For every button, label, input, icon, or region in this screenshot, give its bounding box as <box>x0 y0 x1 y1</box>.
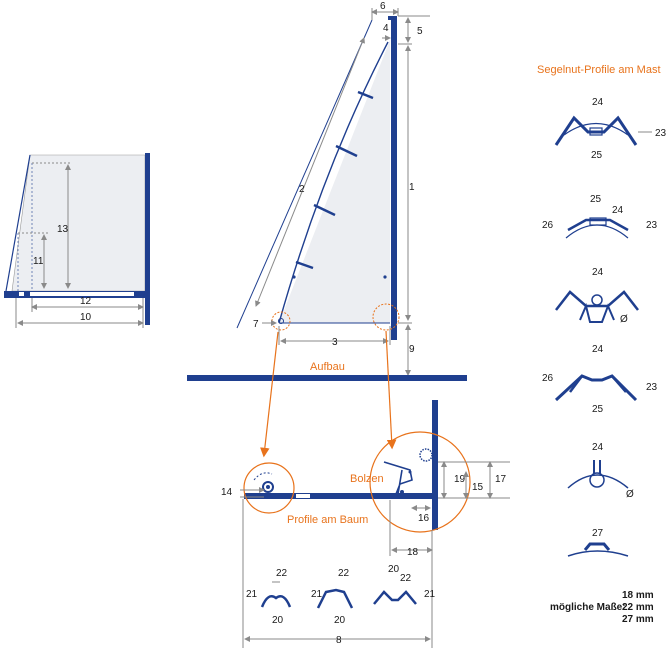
dim-label-25-a: 25 <box>591 150 603 161</box>
size-value-1: 18 mm <box>622 590 654 601</box>
dim-label-15: 15 <box>472 482 484 493</box>
mast-profile-4: 24 26 23 25 <box>542 344 658 415</box>
dim-label-21-a: 21 <box>246 589 258 600</box>
tack-detail-zoom <box>243 462 295 514</box>
main-sail-group <box>236 16 400 340</box>
dim-label-18: 18 <box>407 547 419 558</box>
dim-label-11: 11 <box>33 256 44 267</box>
dim-label-22-a: 22 <box>276 568 288 579</box>
dim-label-25-d: 25 <box>592 404 604 415</box>
cringle-dot-2 <box>383 275 387 279</box>
clew-detail-zoom <box>369 431 471 533</box>
dim-label-16: 16 <box>418 513 430 524</box>
dim-label-24-a: 24 <box>592 97 604 108</box>
diameter-symbol-1: Ø <box>620 314 628 325</box>
possible-sizes-block: mögliche Maße: 18 mm 22 mm 27 mm <box>550 590 654 625</box>
boom-detail-group: Bolzen Profile am Baum <box>243 400 471 533</box>
dim-label-24-b: 24 <box>612 205 624 216</box>
boom-profile-3: 20 22 21 <box>373 564 436 605</box>
main-sail-panel <box>279 40 390 323</box>
bolzen-label: Bolzen <box>350 473 384 485</box>
dim-label-2: 2 <box>299 184 305 195</box>
mast-profile-6: 27 <box>567 528 629 557</box>
dim-label-22-b: 22 <box>338 568 350 579</box>
dim-label-21-c: 21 <box>424 589 436 600</box>
left-clew-fitting-2 <box>24 291 30 298</box>
dim-label-24-d: 24 <box>592 344 604 355</box>
dim-label-27: 27 <box>592 528 604 539</box>
mast-profile-2: 25 24 26 23 <box>542 194 658 239</box>
dim-label-21-b: 21 <box>311 589 323 600</box>
dim-label-23-d: 23 <box>646 382 658 393</box>
boom-detail-dimensions: 14 19 15 17 16 18 8 <box>221 461 510 648</box>
cringle-dot <box>292 275 296 279</box>
tack-leader-arrow <box>260 331 279 458</box>
dim-label-24-c: 24 <box>592 267 604 278</box>
mast-profile-5: 24 Ø <box>567 442 634 500</box>
dim-label-24-e: 24 <box>592 442 604 453</box>
left-mast <box>145 153 150 325</box>
dim-label-7: 7 <box>253 319 259 330</box>
dim-label-20-b: 20 <box>334 615 346 626</box>
dim-label-9: 9 <box>409 344 415 355</box>
main-sail-dimensions: 2 6 5 4 1 9 3 7 <box>253 1 430 376</box>
detail-mast <box>432 400 438 530</box>
main-mast <box>391 18 397 340</box>
boom-profiles-label: Profile am Baum <box>287 514 368 526</box>
dim-label-19: 19 <box>454 474 466 485</box>
dim-label-26-b: 26 <box>542 220 554 231</box>
dim-label-17: 17 <box>495 474 507 485</box>
dim-label-20-a: 20 <box>272 615 284 626</box>
aufbau-label: Aufbau <box>310 361 345 373</box>
dim-label-12: 12 <box>80 296 92 307</box>
clew-fitting <box>383 461 413 495</box>
mast-profiles-title: Segelnut-Profile am Mast <box>537 64 661 76</box>
mast-profile-3: 24 Ø <box>555 267 639 325</box>
left-boom-inner <box>14 292 134 296</box>
size-value-3: 27 mm <box>622 614 654 625</box>
mast-top <box>388 16 397 20</box>
detail-boom <box>244 493 432 499</box>
dim-label-10: 10 <box>80 312 92 323</box>
diameter-symbol-2: Ø <box>626 489 634 500</box>
dim-label-22-c: 22 <box>400 573 412 584</box>
dim-label-4: 4 <box>383 23 389 34</box>
clew-leader-arrow <box>385 330 397 450</box>
mast-profile-1: 24 23 25 <box>554 97 667 161</box>
dim-label-5: 5 <box>417 26 423 37</box>
bolzen-wheel <box>419 448 433 462</box>
dim-label-13: 13 <box>57 224 69 235</box>
boom-profile-2: 22 21 20 <box>311 568 354 626</box>
possible-sizes-label: mögliche Maße: <box>550 602 626 613</box>
dim-label-26-d: 26 <box>542 373 554 384</box>
dim-label-8: 8 <box>336 635 342 646</box>
left-sail-luff <box>5 154 31 292</box>
dim-label-6: 6 <box>380 1 386 12</box>
dim-label-25-b: 25 <box>590 194 602 205</box>
size-value-2: 22 mm <box>622 602 654 613</box>
boom-profile-1: 22 21 20 <box>246 568 292 626</box>
dim-label-23-a: 23 <box>655 128 667 139</box>
left-clew-fitting <box>13 291 19 298</box>
dim-label-1: 1 <box>409 182 415 193</box>
dim-label-23-b: 23 <box>646 220 658 231</box>
dim-label-20-c: 20 <box>388 564 400 575</box>
dim-label-14: 14 <box>221 487 233 498</box>
aufbau-deck <box>187 375 467 381</box>
dim-label-3: 3 <box>332 337 338 348</box>
clew-detail-circle <box>372 303 400 331</box>
left-sail-group: 13 11 12 10 <box>4 153 150 328</box>
